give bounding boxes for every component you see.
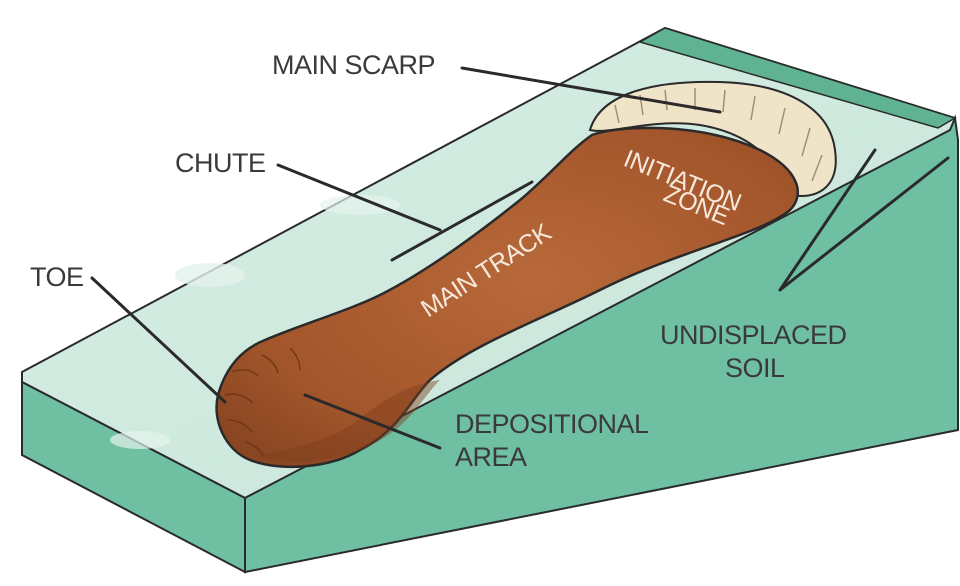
label-depositional-area-line1: DEPOSITIONAL — [455, 409, 649, 439]
label-chute: CHUTE — [175, 148, 266, 178]
label-undisplaced-soil-line2: SOIL — [725, 353, 785, 383]
top-texture — [110, 431, 170, 449]
label-undisplaced-soil-line1: UNDISPLACED — [660, 320, 847, 350]
top-texture — [175, 263, 245, 287]
label-toe: TOE — [30, 262, 84, 292]
label-depositional-area-line2: AREA — [455, 442, 527, 472]
label-main-scarp: MAIN SCARP — [272, 50, 435, 80]
